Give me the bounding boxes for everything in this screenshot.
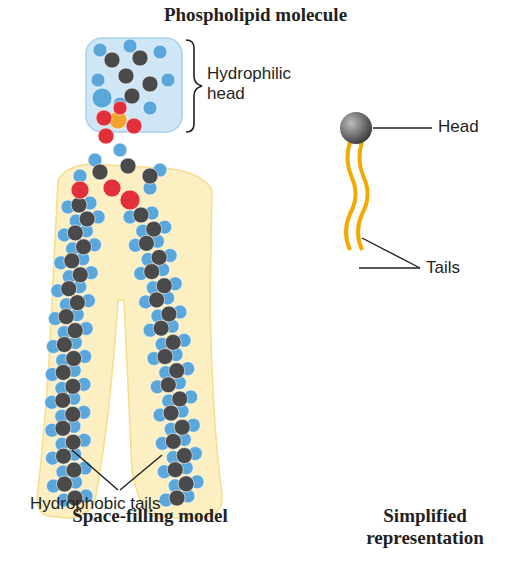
atom (160, 377, 176, 393)
atoms (45, 39, 204, 507)
atom (65, 378, 81, 394)
atom (64, 253, 80, 269)
atom (143, 101, 157, 115)
atom (98, 128, 114, 144)
atom (65, 406, 81, 422)
atom (55, 392, 71, 408)
atom (71, 181, 89, 199)
atom (138, 235, 154, 251)
atom (118, 68, 134, 84)
atom (174, 419, 190, 435)
atom (67, 225, 83, 241)
atom (56, 337, 72, 353)
atom (66, 350, 82, 366)
part-label: Head (438, 117, 498, 137)
hydrophobic-glow (37, 164, 222, 518)
atom (55, 364, 71, 380)
atom (163, 405, 179, 421)
atom (165, 433, 181, 449)
atom (133, 207, 149, 223)
atom (169, 490, 185, 506)
leader-line (362, 238, 420, 268)
atom (56, 476, 72, 492)
atom (142, 168, 158, 184)
atom (56, 448, 72, 464)
part-label: Tails (426, 258, 486, 278)
atom (169, 363, 185, 379)
atom (123, 39, 137, 53)
atom (113, 143, 127, 157)
atom (124, 88, 140, 104)
atom (96, 110, 112, 126)
atom (157, 349, 173, 365)
atom (146, 221, 162, 237)
atom (126, 118, 142, 134)
atom (149, 292, 165, 308)
atom (71, 197, 87, 213)
atom (153, 45, 167, 59)
atom (132, 50, 148, 66)
diagram-title: Phospholipid molecule (0, 4, 511, 26)
atom (55, 420, 71, 436)
atom (156, 278, 172, 294)
atom (92, 164, 108, 180)
atom (151, 249, 167, 265)
atom (69, 295, 85, 311)
atom (79, 211, 95, 227)
atom (72, 267, 88, 283)
atom (167, 462, 183, 478)
atom (104, 52, 120, 68)
atom (66, 462, 82, 478)
atom (165, 334, 181, 350)
atom (120, 158, 136, 174)
tail-symbol (346, 142, 356, 250)
atom (76, 239, 92, 255)
leader-line (373, 127, 432, 128)
head-symbol (340, 112, 372, 144)
atom (113, 101, 127, 115)
atom (161, 306, 177, 322)
leader-line (359, 267, 420, 268)
atom (161, 73, 175, 87)
head-bracket (186, 40, 202, 132)
tail-symbol (358, 142, 368, 250)
view-caption: Space-filling model (55, 505, 245, 527)
atom (172, 391, 188, 407)
atom (91, 73, 105, 87)
atom (61, 281, 77, 297)
atom (178, 476, 194, 492)
part-label: Hydrophilic head (207, 64, 317, 103)
atom (153, 320, 169, 336)
atom (67, 323, 83, 339)
atom (120, 190, 140, 210)
atom (92, 88, 112, 108)
atom (144, 264, 160, 280)
leader-line (120, 455, 162, 490)
atom (58, 309, 74, 325)
atom (176, 448, 192, 464)
atom (93, 43, 107, 57)
leader-line (72, 450, 118, 490)
atom (103, 179, 121, 197)
view-caption: Simplified representation (345, 505, 505, 549)
atom (142, 76, 158, 92)
atom (65, 434, 81, 450)
